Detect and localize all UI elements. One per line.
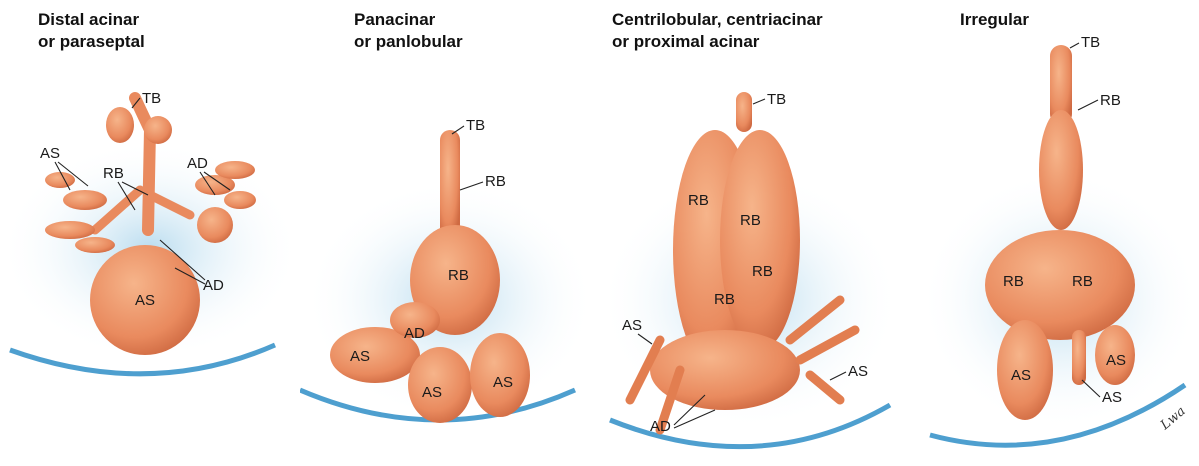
label-as-right: AS [1106,352,1126,369]
label-rb-2: RB [740,212,761,229]
label-rb-upper: RB [485,173,506,190]
label-tb: TB [466,117,485,134]
label-ad: AD [404,325,425,342]
label-as-right: AS [848,363,868,380]
label-tb: TB [767,91,786,108]
label-as-left: AS [1011,367,1031,384]
label-rb-3: RB [752,263,773,280]
label-ad: AD [650,418,671,435]
panel-title-line1: Distal acinar [38,9,139,31]
label-tb: TB [1081,34,1100,51]
label-ad-bottom: AD [203,277,224,294]
label-rb-left: RB [1003,273,1024,290]
label-as-right: AS [493,374,513,391]
label-tb: TB [142,90,161,107]
label-rb-upper: RB [1100,92,1121,109]
label-as-middle: AS [422,384,442,401]
panel-title-line1: Irregular [960,9,1029,31]
panel-centrilobular: TB RB RB RB RB AS AS AD Centrilobular, c… [590,0,910,466]
panacinar-illustration: TB RB RB AD AS AS AS [300,0,590,466]
label-ad-top: AD [187,155,208,172]
panel-panacinar: TB RB RB AD AS AS AS Panacinar or panlob… [300,0,590,466]
label-rb: RB [103,165,124,182]
signature: Lwa [1157,404,1188,434]
panel-title-line1: Centrilobular, centriacinar [612,9,823,31]
label-as: AS [40,145,60,162]
distal-acinar-illustration: TB AS RB AD AD AS [0,0,300,466]
label-rb-right: RB [1072,273,1093,290]
panel-title-line2: or proximal acinar [612,31,759,53]
panel-irregular: TB RB RB RB AS AS AS Lwa Irregular [910,0,1199,466]
panel-title-line2: or panlobular [354,31,463,53]
label-as-sac: AS [135,292,155,309]
label-rb-4: RB [714,291,735,308]
label-rb-1: RB [688,192,709,209]
irregular-illustration: TB RB RB RB AS AS AS Lwa [910,0,1199,466]
label-as-left: AS [622,317,642,334]
label-rb-lower: RB [448,267,469,284]
label-as-left: AS [350,348,370,365]
panel-title-line2: or paraseptal [38,31,145,53]
centrilobular-illustration: TB RB RB RB RB AS AS AD [590,0,910,466]
panel-title-line1: Panacinar [354,9,435,31]
panel-distal-acinar: TB AS RB AD AD AS Distal acinar or paras… [0,0,300,466]
label-as-bottom: AS [1102,389,1122,406]
